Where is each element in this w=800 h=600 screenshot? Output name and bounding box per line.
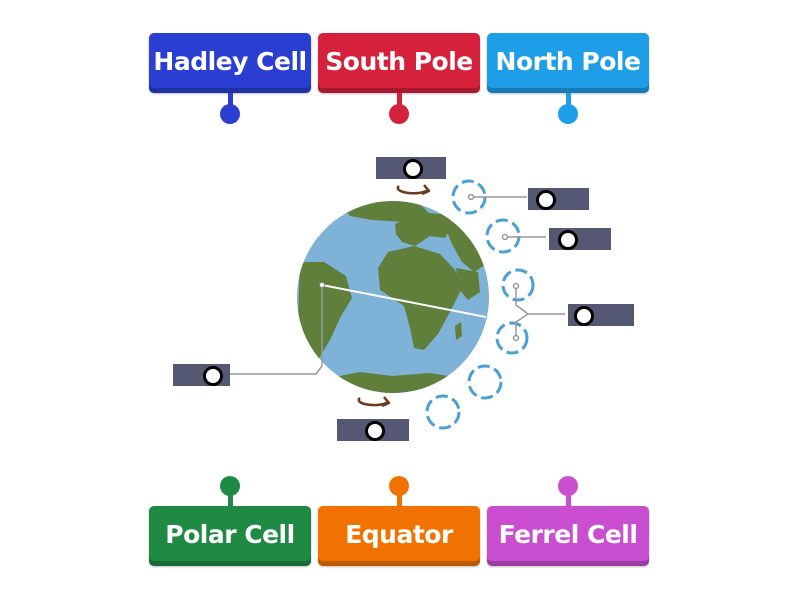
drop-slot-marker <box>365 421 385 441</box>
pin-dot <box>389 476 409 496</box>
rotation-arrow-icon <box>396 184 431 196</box>
circulation-cell-ring-icon <box>425 394 461 430</box>
pin-dot <box>558 104 578 124</box>
pin-stem <box>228 493 233 507</box>
tile-polar-cell[interactable]: Polar Cell <box>149 506 311 566</box>
pin-stem <box>228 93 233 107</box>
drop-slot-hadley-cell[interactable] <box>568 304 634 326</box>
equator-line <box>321 284 487 318</box>
tile-equator[interactable]: Equator <box>318 506 480 566</box>
drop-slot-equator[interactable] <box>173 364 230 386</box>
circulation-cell-ring-icon <box>495 321 529 355</box>
circulation-cell-ring-icon <box>501 268 535 302</box>
drop-slot-polar-cell[interactable] <box>528 188 589 210</box>
tile-north-pole[interactable]: North Pole <box>487 33 649 93</box>
drop-slot-south-pole[interactable] <box>337 419 409 441</box>
pin-stem <box>397 93 402 107</box>
drop-slot-marker <box>558 230 578 250</box>
drop-slot-marker <box>574 306 594 326</box>
drop-slot-marker <box>536 190 556 210</box>
leader-lines <box>230 193 565 375</box>
circulation-cell-ring-icon <box>467 364 503 400</box>
tile-hadley-cell[interactable]: Hadley Cell <box>149 33 311 93</box>
drop-slot-marker <box>403 159 423 179</box>
pin-stem <box>566 93 571 107</box>
earth-globe-icon <box>297 201 489 393</box>
pin-dot <box>389 104 409 124</box>
rotation-arrow-icon <box>357 396 391 408</box>
drop-slot-ferrel-cell[interactable] <box>549 228 611 250</box>
drop-slot-marker <box>203 366 223 386</box>
pin-dot <box>220 476 240 496</box>
drop-slot-north-pole[interactable] <box>376 157 446 179</box>
pin-dot <box>220 104 240 124</box>
tile-ferrel-cell[interactable]: Ferrel Cell <box>487 506 649 566</box>
tile-south-pole[interactable]: South Pole <box>318 33 480 93</box>
pin-stem <box>397 493 402 507</box>
pin-dot <box>558 476 578 496</box>
pin-stem <box>566 493 571 507</box>
circulation-cell-ring-icon <box>485 218 521 254</box>
